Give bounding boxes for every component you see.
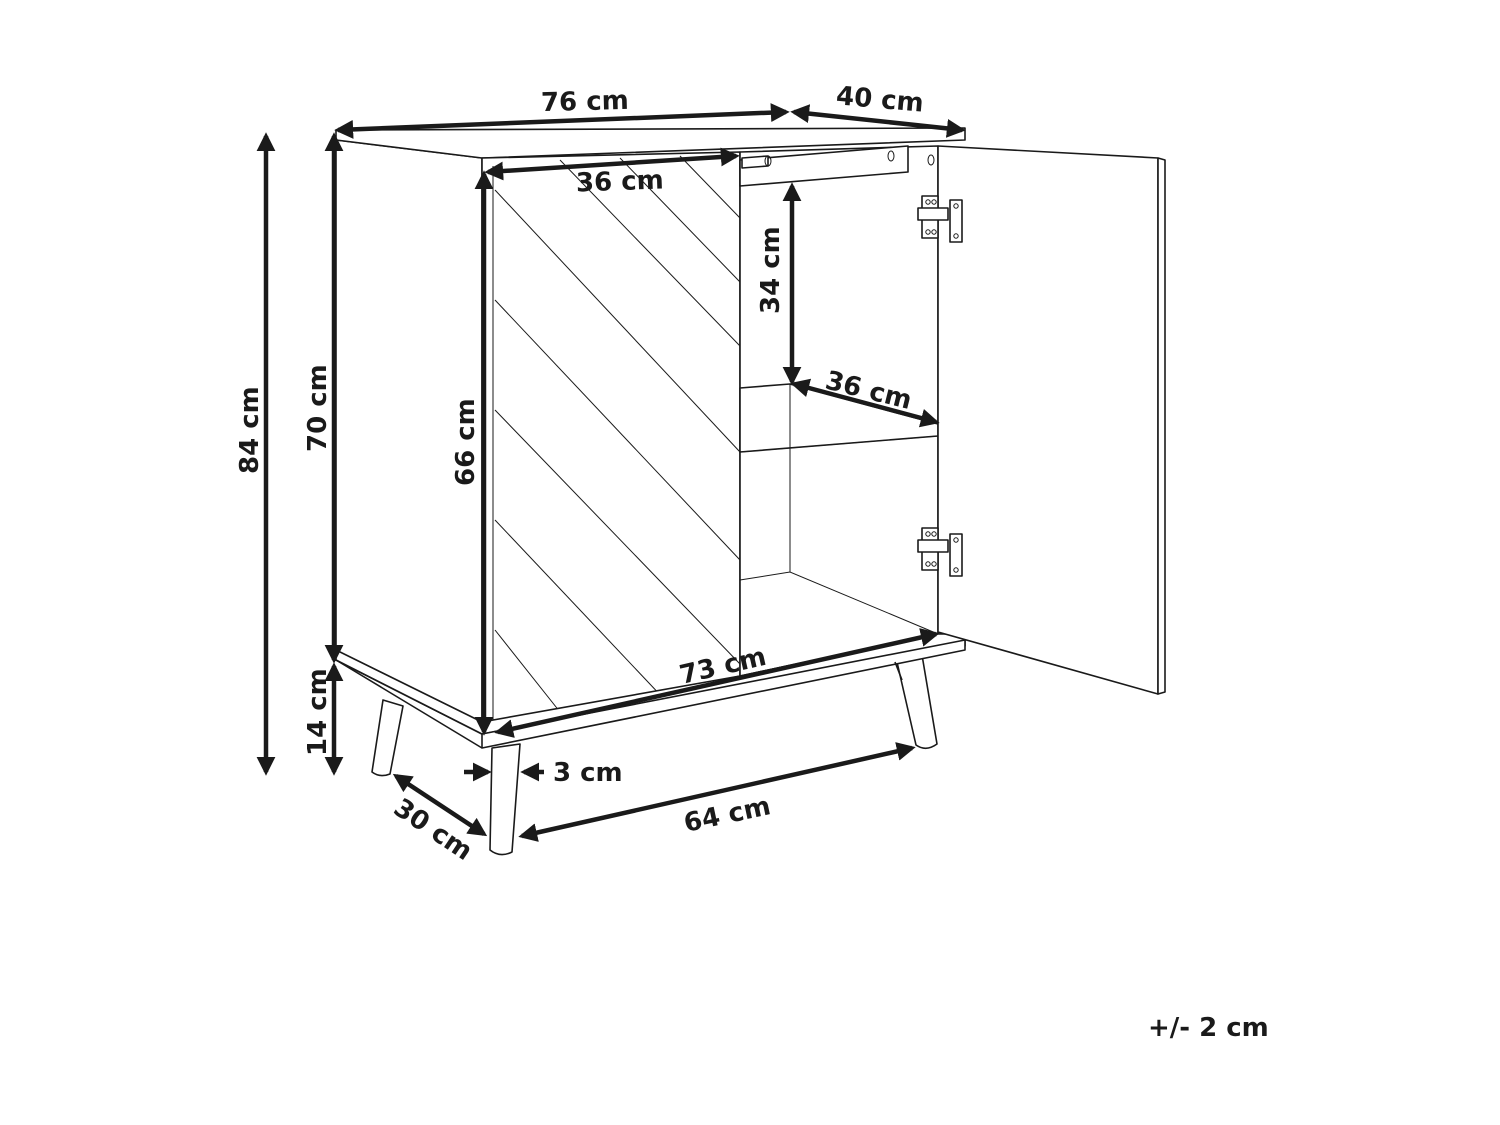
front-left-door — [481, 151, 741, 735]
dim-line-leg-depth-spacing — [392, 773, 488, 837]
label-tolerance: +/- 2 cm — [1148, 1013, 1269, 1043]
back-right-leg — [896, 654, 938, 750]
dim-line-shelf-depth — [790, 378, 940, 428]
label-leg-diameter: 3 cm — [553, 758, 623, 788]
front-left-leg — [489, 743, 521, 856]
open-right-door — [937, 145, 1159, 695]
label-shelf-clearance: 34 cm — [756, 226, 786, 314]
dim-line-door-width — [484, 147, 740, 181]
cabinet-drawing — [335, 127, 1166, 856]
back-left-leg — [371, 699, 404, 777]
label-door-height: 66 cm — [451, 398, 481, 486]
hinge-lower-icon — [917, 527, 963, 577]
label-depth-top: 40 cm — [835, 81, 925, 119]
label-width-top: 76 cm — [541, 86, 630, 118]
dim-line-width-top — [334, 103, 790, 139]
label-leg-height: 14 cm — [303, 668, 333, 756]
dim-line-leg-width-spacing — [518, 742, 916, 842]
door-handle — [741, 155, 769, 169]
hinge-upper-icon — [917, 195, 963, 243]
label-door-width: 36 cm — [576, 165, 665, 198]
top-rail — [739, 145, 909, 187]
label-body-height: 70 cm — [303, 364, 333, 452]
dimension-lines — [256, 103, 966, 842]
label-total-height: 84 cm — [235, 386, 265, 474]
dim-line-depth-top — [790, 104, 966, 138]
dim-line-base-width — [494, 628, 940, 738]
label-leg-depth-spacing: 30 cm — [388, 793, 478, 867]
